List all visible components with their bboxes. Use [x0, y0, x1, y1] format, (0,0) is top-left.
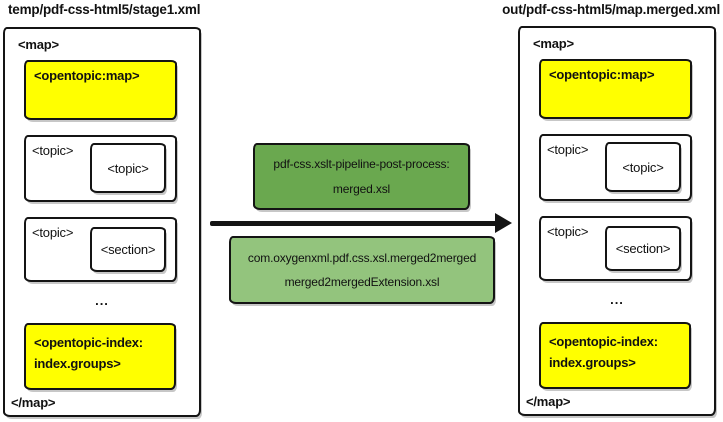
- opentopic-map-box: <opentopic:map>: [24, 60, 177, 120]
- map-open-tag: <map>: [18, 37, 59, 52]
- topic-box: <topic> <topic>: [539, 134, 692, 201]
- opentopic-index-tag-line2: index.groups>: [549, 355, 636, 370]
- opentopic-index-tag-line2: index.groups>: [34, 356, 121, 371]
- nested-topic-tag: <topic>: [107, 160, 149, 176]
- opentopic-index-tag-line1: <opentopic-index:: [549, 334, 658, 349]
- pipeline-box: pdf-css.xslt-pipeline-post-process: merg…: [253, 143, 470, 210]
- output-file-box: <map> <opentopic:map> <topic> <topic> <t…: [518, 26, 716, 416]
- topic-tag: <topic>: [32, 143, 74, 158]
- opentopic-index-box: <opentopic-index: index.groups>: [24, 323, 176, 390]
- flow-arrow-head: [495, 213, 512, 233]
- ellipsis: ...: [610, 292, 624, 307]
- topic-tag: <topic>: [547, 142, 589, 157]
- extension-box: com.oxygenxml.pdf.css.xsl.merged2merged …: [229, 236, 495, 304]
- extension-stylesheet: merged2mergedExtension.xsl: [284, 275, 440, 290]
- flow-arrow-line: [210, 221, 497, 226]
- topic-box: <topic> <section>: [539, 216, 692, 281]
- topic-tag: <topic>: [32, 225, 74, 240]
- nested-topic-box: <topic>: [90, 143, 166, 193]
- nested-topic-box: <topic>: [605, 142, 681, 192]
- nested-section-box: <section>: [605, 226, 681, 271]
- nested-topic-tag: <topic>: [622, 159, 664, 175]
- nested-section-tag: <section>: [100, 242, 156, 257]
- topic-tag: <topic>: [547, 224, 589, 239]
- nested-section-box: <section>: [90, 227, 166, 272]
- opentopic-index-tag-line1: <opentopic-index:: [34, 335, 143, 350]
- topic-box: <topic> <topic>: [24, 135, 177, 202]
- output-file-title: out/pdf-css-html5/map.merged.xml: [502, 2, 720, 17]
- opentopic-map-tag: <opentopic:map>: [34, 68, 140, 83]
- opentopic-map-tag: <opentopic:map>: [549, 67, 655, 82]
- input-file-box: <map> <opentopic:map> <topic> <topic> <t…: [3, 27, 201, 417]
- pipeline-name: pdf-css.xslt-pipeline-post-process:: [273, 157, 450, 172]
- opentopic-map-box: <opentopic:map>: [539, 59, 692, 119]
- pipeline-stylesheet: merged.xsl: [332, 181, 391, 196]
- ellipsis: ...: [95, 293, 109, 308]
- map-open-tag: <map>: [533, 36, 574, 51]
- extension-point-id: com.oxygenxml.pdf.css.xsl.merged2merged: [247, 250, 477, 265]
- topic-box: <topic> <section>: [24, 217, 177, 282]
- opentopic-index-box: <opentopic-index: index.groups>: [539, 322, 691, 389]
- map-close-tag: </map>: [11, 395, 56, 410]
- input-file-title: temp/pdf-css-html5/stage1.xml: [8, 2, 201, 17]
- nested-section-tag: <section>: [615, 241, 671, 256]
- map-close-tag: </map>: [526, 394, 571, 409]
